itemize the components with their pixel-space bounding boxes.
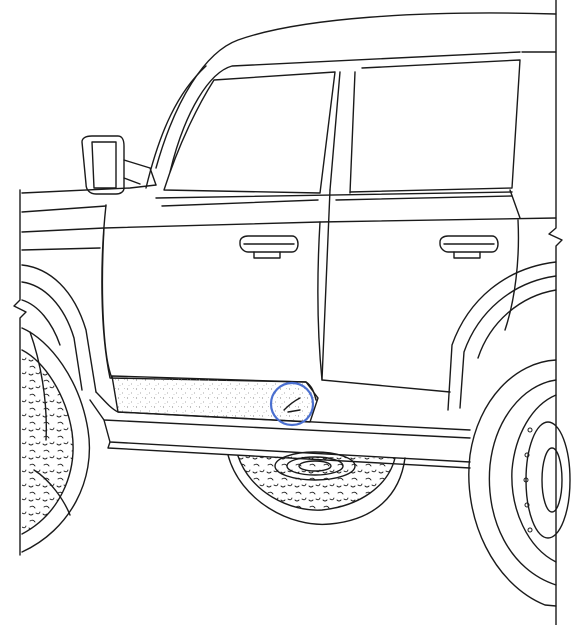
break-lines (13, 0, 563, 625)
rear-right-wheel-icon (468, 359, 571, 607)
highlight-circle-icon (269, 381, 315, 427)
front-wheel-icon (21, 327, 91, 553)
rocker-panel-texture (111, 375, 319, 423)
rear-wheel-icon (227, 451, 406, 526)
vehicle-body (21, 12, 557, 469)
front-door-handle-icon (239, 235, 299, 259)
front-fender-icon (21, 264, 97, 393)
rear-door-handle-icon (439, 235, 499, 259)
rear-fender-icon (447, 261, 557, 411)
